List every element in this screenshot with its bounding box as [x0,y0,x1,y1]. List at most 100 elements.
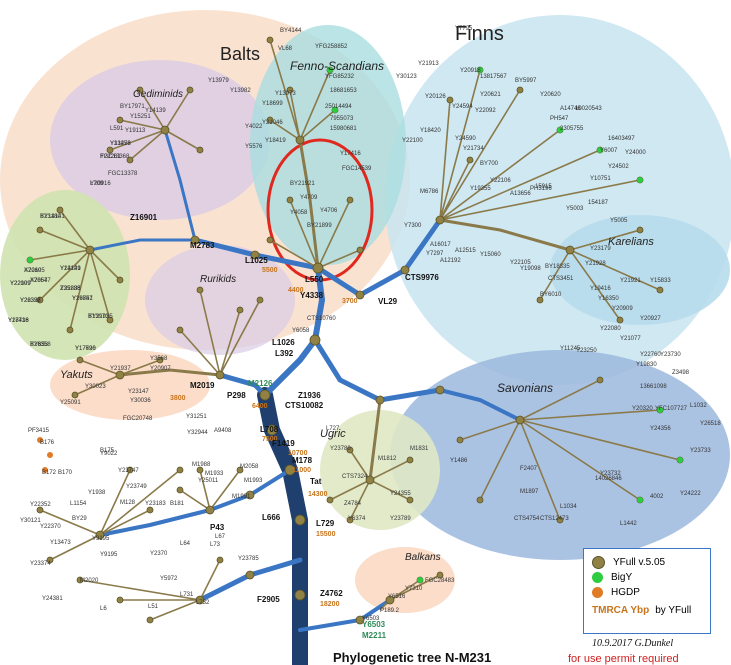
bigy-labels: YFG258852YFG8523218681653250144947955073… [20,44,690,622]
leaf-label: Y6374 [348,516,366,522]
leaf-label: Y4022 [245,124,263,130]
bigy-label: FGC20748 [123,416,153,422]
label-l550: L550 [305,275,324,284]
label-l1026: L1026 [272,338,295,347]
age-l550: 4400 [288,287,304,294]
leaf-label: BY14141 [40,214,65,220]
leaf-label: CTS7324 [342,474,368,480]
label-cts10082: CTS10082 [285,401,324,410]
hgdp-label: B170 [58,470,73,476]
leaf-label: M1831 [410,446,429,452]
leaf-label: Y19098 [520,266,541,272]
leaf-label: Y23789 [390,516,411,522]
leaf-label: Y17418 [8,318,29,324]
leaf-label: Y5003 [566,206,584,212]
credit-text: 10.9.2017 G.Dunkel [592,638,673,649]
bigy-nodes [27,67,683,583]
hgdp-label: B176 [40,440,55,446]
leaf-label: L1442 [620,521,637,527]
label-p43: P43 [210,523,225,532]
leaf-label: Y23183 [145,501,166,507]
leaf-label: Y32944 [187,430,208,436]
legend-by-label: by YFull [655,605,692,616]
sub-branches [29,39,681,621]
leaf-label: FGC14539 [342,166,372,172]
label-m2211: M2211 [362,631,387,640]
leaf-label: A16017 [430,242,451,248]
leaf-label: Y7297 [426,251,444,257]
leaf-label: Y20126 [425,94,446,100]
leaf-label: Y21077 [620,336,641,342]
leaf-label: Y24356 [650,426,671,432]
bigy-dot-icon [592,572,603,583]
leaf-label: Z35238 [60,286,81,292]
leaf-label: Y20621 [480,92,501,98]
region-label-karelians: Karelians [608,236,654,248]
leaf-label: Y15251 [130,114,151,120]
main-node-labels: L1025 5500 L550 4400 M2783 Z16901 Y4338 … [130,213,455,640]
label-z1936: Z1936 [298,391,321,400]
leaf-label: Y14141 [60,266,81,272]
label-m2126: M2126 [248,379,273,388]
leaf-label: Y21921 [620,278,641,284]
branch-to-ugric [368,398,382,482]
leaf-label: Y19113 [125,128,146,134]
leaf-label: Y24590 [455,136,476,142]
fenno-region [250,25,406,265]
leaf-label: Y30036 [130,398,151,404]
leaf-label: BY17971 [120,104,145,110]
branch-to-l392 [262,337,318,398]
leaf-label: Y21937 [110,366,131,372]
leaf-label: L732 [196,600,210,606]
leaf-label: CTS4754 [514,516,540,522]
legend-yfull-label: YFull v.5.05 [613,557,666,568]
leaf-label: Y10751 [590,176,611,182]
leaf-label: Y23732 [600,471,621,477]
leaf-label: FGC13368 [100,154,130,160]
branch-to-fenno [298,138,320,270]
leaf-label: Y25011 [198,478,219,484]
leaf-label: Y23733 [690,448,711,454]
diagram-title: Phylogenetic tree N-M231 [333,650,491,665]
leaf-label: L64 [180,541,191,547]
label-l392: L392 [275,349,294,358]
bigy-label: 15980681 [330,126,357,132]
leaf-label: Y21928 [585,261,606,267]
hgdp-label: B175 [100,448,115,454]
leaf-label: Y22105 [24,268,45,274]
label-y6503: Y6503 [362,620,386,629]
leaf-label: Y22760 [640,352,661,358]
hgdp-nodes [37,437,53,473]
bigy-label: YFG258852 [315,44,348,50]
leaf-label: Y4709 [300,195,318,201]
leaf-label: Y31253 [110,141,131,147]
leaf-label: BY4144 [280,28,302,34]
leaf-label: L1032 [690,403,707,409]
leaf-label: Y19830 [636,362,657,368]
leaf-label: M2020 [80,578,99,584]
leaf-label: Y11245 [560,346,581,352]
bigy-label: 25014494 [325,104,352,110]
bigy-label: 7955073 [330,116,354,122]
leaf-label: Y23147 [128,389,149,395]
leaf-label: Y6007 [600,148,618,154]
label-p189-2: P189.2 [380,608,400,614]
label-p298: P298 [227,391,246,400]
branch-to-cts9976 [315,217,443,298]
label-l1025: L1025 [245,256,268,265]
region-label-gediminids: Gediminids [133,89,183,100]
branch-to-yakuts [118,368,222,377]
nodes [26,36,684,625]
age-l708: 7500 [262,436,278,443]
label-y6058: Y6058 [292,328,310,334]
leaf-label: A7069 [24,268,42,274]
leaf-label: A12515 [455,248,476,254]
yfull-dot-icon [592,556,605,569]
label-cts9976: CTS9976 [405,273,439,282]
leaf-label: Y24502 [608,164,629,170]
leaf-label: Y20927 [640,316,661,322]
leaf-label: Y15833 [650,278,671,284]
leaf-label: M1897 [520,489,539,495]
leaf-label: A12192 [440,258,461,264]
